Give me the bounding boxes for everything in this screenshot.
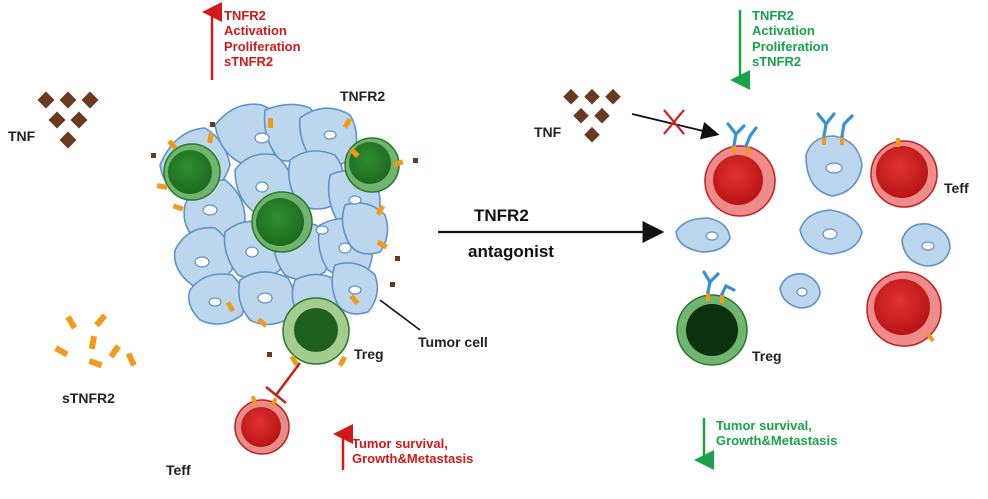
treg-cell <box>344 137 400 193</box>
right-panel <box>563 10 951 470</box>
tnf-label-right: TNF <box>534 124 562 140</box>
tumor-effect-line2: Growth&Metastasis <box>716 433 838 449</box>
treg-cell <box>251 191 313 253</box>
treatment-label-line1: TNFR2 <box>474 206 529 225</box>
effects-up-list: TNFR2 Activation Proliferation sTNFR2 <box>224 8 301 69</box>
tumor-effects-up: Tumor survival, Growth&Metastasis <box>352 436 473 467</box>
effect-tnfr2: TNFR2 <box>752 8 794 23</box>
tnf-ligand-cluster-left <box>37 91 99 149</box>
effect-tnfr2: TNFR2 <box>224 8 266 23</box>
treg-cell <box>163 143 221 201</box>
antibody <box>726 122 758 148</box>
effect-stnfr2: sTNFR2 <box>224 53 274 69</box>
treg-inhibition <box>265 362 301 404</box>
tumor-cell <box>799 209 863 255</box>
effect-activation: Activation <box>224 23 287 39</box>
stnfr2-label: sTNFR2 <box>62 390 115 406</box>
tnf-ligand-cluster-right <box>563 88 621 143</box>
tumor-effect-line1: Tumor survival, <box>352 436 448 451</box>
tumor-cell <box>779 272 821 309</box>
tumor-cell-pointer <box>379 299 421 331</box>
treatment-label-line2: antagonist <box>468 242 554 261</box>
effects-down-list: TNFR2 Activation Proliferation sTNFR2 <box>752 8 829 69</box>
teff-cell <box>866 271 942 347</box>
tnfr2-label: TNFR2 <box>340 88 386 104</box>
effect-proliferation: Proliferation <box>224 38 301 54</box>
tumor-nuclei <box>194 130 362 307</box>
treg-label-right: Treg <box>752 348 782 364</box>
antibody <box>816 112 854 138</box>
stnfr2-fragments <box>54 313 137 369</box>
tumor-cell <box>675 217 731 253</box>
tumor-effects-down: Tumor survival, Growth&Metastasis <box>716 418 837 449</box>
treg-label-left: Treg <box>354 346 384 362</box>
tnf-label-left: TNF <box>8 128 36 144</box>
bound-tnf <box>151 122 418 357</box>
teff-cell <box>704 145 776 217</box>
tumor-cell <box>805 135 863 197</box>
teff-cell <box>870 138 938 208</box>
effect-activation: Activation <box>752 23 815 39</box>
tumor-cell <box>901 223 951 267</box>
treg-cell <box>676 292 748 366</box>
effect-proliferation: Proliferation <box>752 38 829 54</box>
treg-cell <box>282 297 350 365</box>
tumor-cell-label: Tumor cell <box>418 334 488 350</box>
antibody <box>702 270 736 296</box>
teff-label-left: Teff <box>166 462 191 478</box>
teff-label-right: Teff <box>944 180 969 196</box>
effect-stnfr2: sTNFR2 <box>752 53 802 69</box>
tnfr2-receptors <box>156 117 404 367</box>
left-panel <box>37 2 421 470</box>
tumor-effect-line1: Tumor survival, <box>716 418 812 433</box>
tumor-effect-line2: Growth&Metastasis <box>352 451 474 467</box>
blocked-tnf-arrow <box>631 113 720 140</box>
teff-cell-left <box>234 395 290 455</box>
block-cross <box>663 109 685 135</box>
